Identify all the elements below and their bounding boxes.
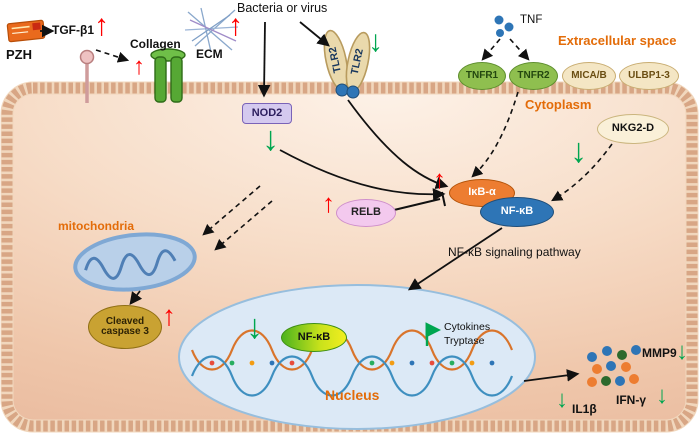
pathway-label: NF-κB signaling pathway xyxy=(448,245,581,259)
tnf-label: TNF xyxy=(520,14,543,26)
relb-node: RELB xyxy=(336,199,396,227)
pzh-label: PZH xyxy=(6,47,32,62)
extracellular-space-label: Extracellular space xyxy=(558,33,677,48)
nod2-label: NOD2 xyxy=(251,106,283,119)
relb-label: RELB xyxy=(351,206,381,219)
nfkb-label: NF-κB xyxy=(500,205,534,218)
ikb-alpha-up-arrow-icon xyxy=(433,168,446,191)
ifng-down-arrow-icon xyxy=(656,385,668,407)
ifng-label: IFN-γ xyxy=(616,393,646,407)
mica-b-receptor: MICA/B xyxy=(562,62,616,90)
cytoplasm-label: Cytoplasm xyxy=(525,97,592,112)
caspase-label: Cleaved caspase 3 xyxy=(101,315,149,337)
tnf-dots-icon xyxy=(494,15,514,37)
tlr2-down-arrow-icon xyxy=(368,28,383,55)
nucleus-label: Nucleus xyxy=(325,387,380,403)
tnfr1-label: TNFR1 xyxy=(465,69,499,81)
transcription-arrow xyxy=(425,322,442,346)
pzh-box-icon xyxy=(6,19,46,43)
nkg2d-node: NKG2-D xyxy=(597,114,669,144)
relb-inhibition-line xyxy=(393,191,446,211)
tnfr1-receptor: TNFR1 xyxy=(458,62,506,90)
tgfb1-label: TGF-β1 xyxy=(52,23,94,37)
cleaved-caspase3-node: Cleaved caspase 3 xyxy=(88,305,162,349)
tgfb1-up-arrow-icon xyxy=(94,12,109,39)
tlr2-receptor-icon xyxy=(323,29,371,99)
ulbp-receptor: ULBP1-3 xyxy=(619,62,679,90)
cytokines-label: Cytokines xyxy=(444,321,491,333)
nucleus-nfkb-down-arrow-icon xyxy=(246,312,263,343)
ecm-label: ECM xyxy=(196,47,223,61)
ulbp-label: ULBP1-3 xyxy=(628,69,670,81)
tnfr2-receptor: TNFR2 xyxy=(509,62,558,90)
tryptase-label: Tryptase xyxy=(444,335,485,347)
collagen-label: Collagen xyxy=(130,37,181,51)
relb-up-arrow-icon xyxy=(322,192,335,215)
ecm-up-arrow-icon xyxy=(228,12,243,39)
nkg2d-label: NKG2-D xyxy=(611,122,655,135)
mitochondria-icon xyxy=(73,232,197,292)
dna-helix-icon xyxy=(190,329,514,397)
secreted-molecules-icon xyxy=(587,345,641,387)
mmp9-label: MMP9 xyxy=(642,346,677,360)
nfkb-node: NF-κB xyxy=(480,197,554,227)
tnfr2-label: TNFR2 xyxy=(517,69,550,81)
collagen-up-arrow-icon xyxy=(133,56,145,78)
caspase-up-arrow-icon xyxy=(162,303,176,328)
nucleus-shape xyxy=(178,284,536,430)
ikb-alpha-label: IκB-α xyxy=(468,186,496,199)
nucleus-nfkb-label: NF-κB xyxy=(297,330,331,343)
nod2-down-arrow-icon xyxy=(262,124,279,155)
il1b-down-arrow-icon xyxy=(556,389,568,411)
tgf-receptor-icon xyxy=(79,49,95,103)
mitochondria-label: mitochondria xyxy=(58,219,135,233)
dashed-arrows xyxy=(95,38,613,251)
nkg2d-down-arrow-icon xyxy=(570,136,587,167)
collagen-receptor-icon xyxy=(150,48,186,103)
nucleus-nfkb-node: NF-κB xyxy=(281,323,347,352)
bacteria-label: Bacteria or virus xyxy=(237,1,328,15)
il1b-label: IL1β xyxy=(572,402,597,416)
mmp9-down-arrow-icon xyxy=(676,341,688,363)
mica-b-label: MICA/B xyxy=(571,69,607,81)
